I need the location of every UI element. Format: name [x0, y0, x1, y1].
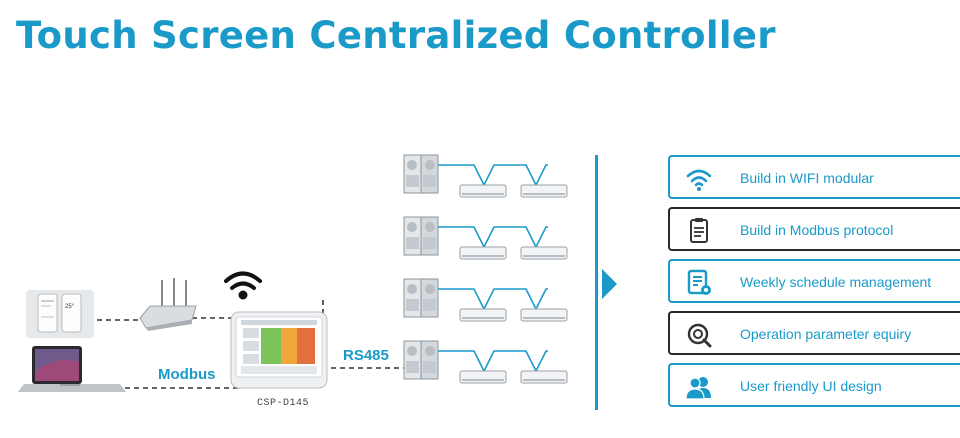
refrigerant-line: [438, 350, 548, 373]
feature-item: User friendly UI design: [668, 363, 960, 407]
modbus-label: Modbus: [158, 366, 216, 383]
smartphones: 25°: [26, 290, 94, 338]
feature-item: Operation parameter equiry: [668, 311, 960, 355]
feature-label: Build in Modbus protocol: [740, 222, 894, 238]
indoor-unit: [459, 308, 507, 322]
touch-controller: [230, 311, 328, 389]
indoor-unit: [520, 246, 568, 260]
laptop: [18, 346, 126, 392]
users-icon: [684, 372, 714, 402]
clipboard-icon: [684, 216, 714, 246]
feature-label: Weekly schedule management: [740, 274, 932, 290]
wifi-router: [139, 278, 197, 331]
hvac-row: [403, 340, 568, 384]
indoor-unit: [520, 184, 568, 198]
hvac-row: [403, 154, 568, 198]
outdoor-unit: [403, 154, 439, 194]
rs485-label: RS485: [343, 347, 389, 364]
divider-line: [595, 155, 598, 410]
page-title: Touch Screen Centralized Controller: [16, 14, 776, 57]
schedule-settings-icon: [684, 268, 714, 298]
feature-item: Weekly schedule management: [668, 259, 960, 303]
refrigerant-line: [438, 288, 548, 311]
outdoor-unit: [403, 278, 439, 318]
system-diagram: 25°: [18, 154, 568, 392]
feature-label: User friendly UI design: [740, 378, 882, 394]
indoor-unit: [459, 370, 507, 384]
hvac-row: [403, 216, 568, 260]
feature-item: Build in WIFI modular: [668, 155, 960, 199]
indoor-unit: [459, 184, 507, 198]
indoor-unit: [520, 308, 568, 322]
wifi-signal-icon: [224, 271, 262, 300]
wifi-icon: [684, 164, 714, 194]
svg-text:25°: 25°: [65, 304, 75, 310]
outdoor-unit: [403, 216, 439, 256]
feature-label: Build in WIFI modular: [740, 170, 874, 186]
refrigerant-line: [438, 226, 548, 249]
magnifier-icon: [684, 320, 714, 350]
hvac-row: [403, 278, 568, 322]
indoor-unit: [459, 246, 507, 260]
refrigerant-line: [438, 164, 548, 187]
outdoor-unit: [403, 340, 439, 380]
model-number: CSP-D145: [257, 398, 310, 409]
indoor-unit: [520, 370, 568, 384]
hvac-rows: [403, 154, 568, 384]
feature-label: Operation parameter equiry: [740, 326, 912, 342]
feature-item: Build in Modbus protocol: [668, 207, 960, 251]
arrow-right-icon: [602, 269, 617, 299]
